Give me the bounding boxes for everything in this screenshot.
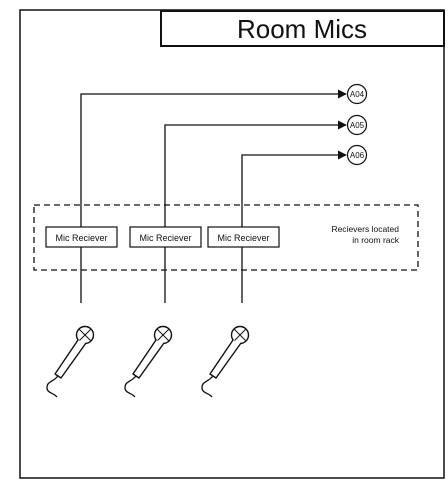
output-a06: A06: [346, 144, 368, 166]
microphone-icon: [201, 325, 250, 398]
output-label: A05: [350, 121, 365, 130]
rack-note-line-1: Recievers located: [331, 224, 399, 234]
signal-line-2: [164, 120, 347, 303]
receiver-label: Mic Reciever: [55, 233, 107, 243]
output-label: A04: [350, 90, 365, 99]
signal-line-3: [241, 150, 347, 303]
microphone-icon: [46, 325, 95, 398]
output-a05: A05: [346, 114, 368, 136]
microphone-icon: [124, 325, 173, 398]
receiver-label: Mic Reciever: [139, 233, 191, 243]
room-rack-boundary: [33, 204, 419, 271]
mic-receiver-1: Mic Reciever: [45, 226, 118, 248]
receiver-label: Mic Reciever: [217, 233, 269, 243]
mic-receiver-3: Mic Reciever: [207, 226, 280, 248]
rack-note-line-2: in room rack: [352, 235, 400, 245]
output-a04: A04: [346, 83, 368, 105]
title-box: [160, 10, 445, 47]
page-title: Room Mics: [237, 14, 367, 44]
mic-receiver-2: Mic Reciever: [129, 226, 202, 248]
output-label: A06: [350, 151, 365, 160]
